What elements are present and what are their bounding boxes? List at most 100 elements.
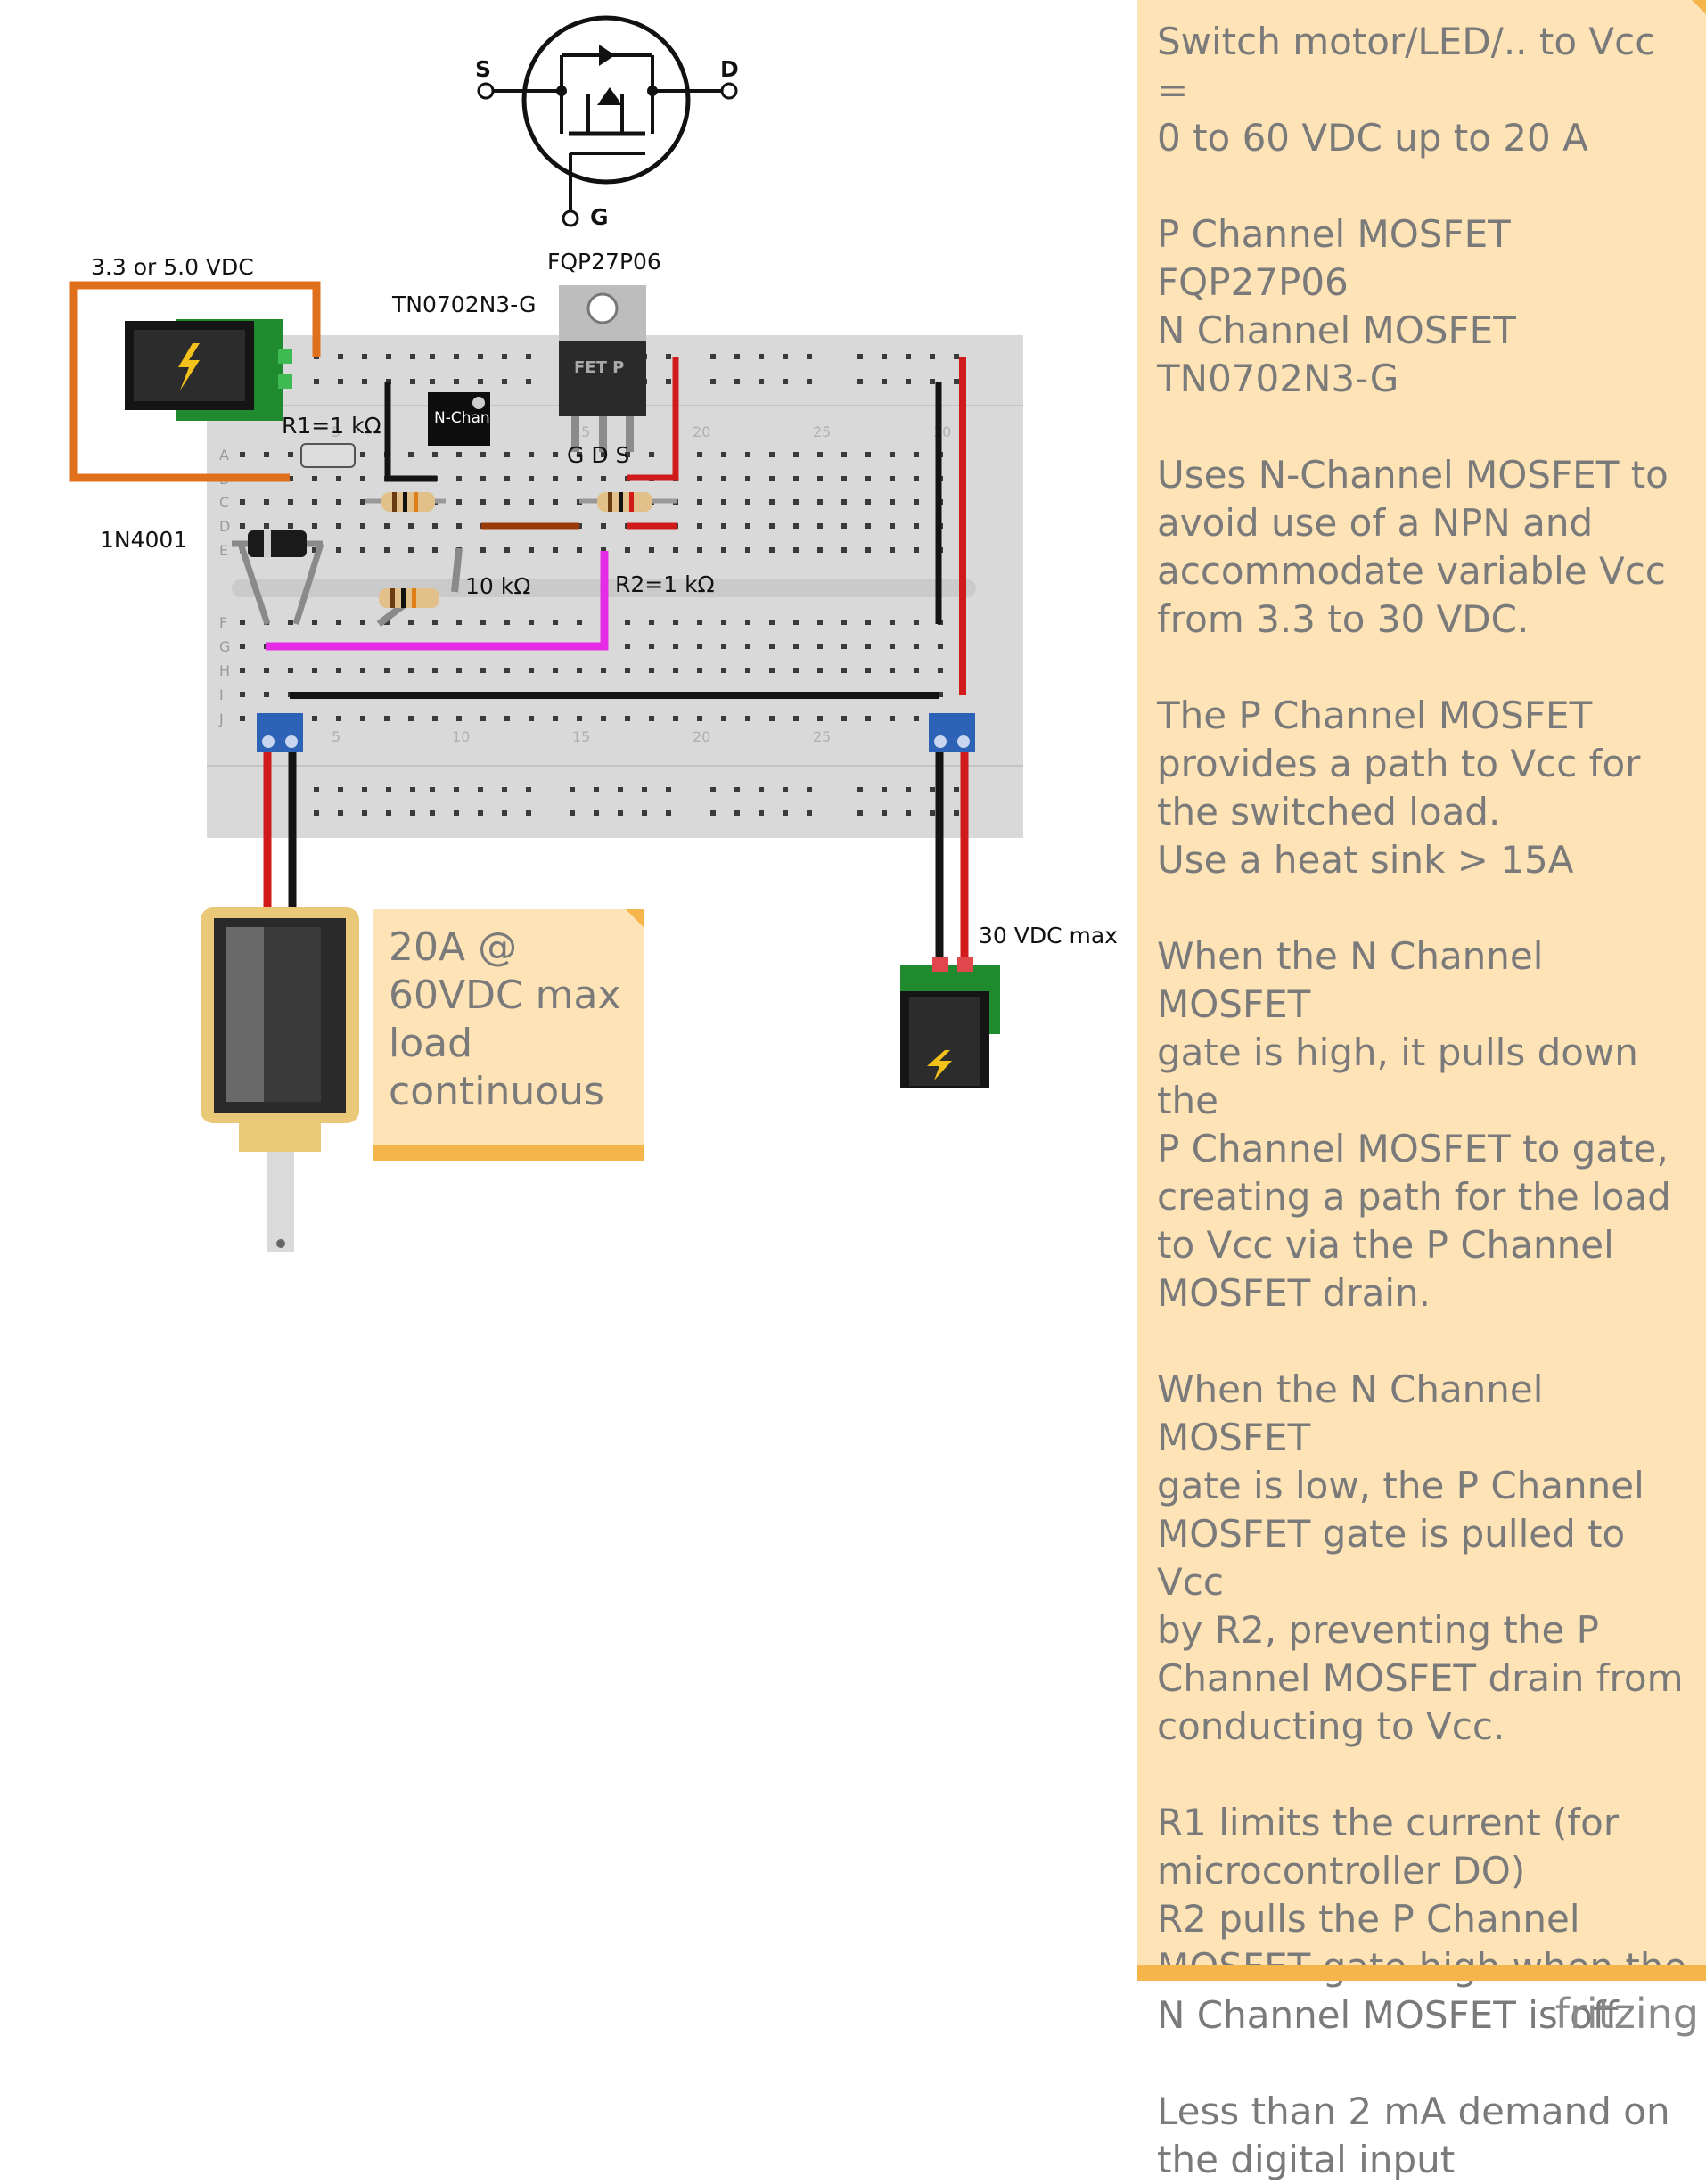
n-chan-label: N-Chan xyxy=(434,409,490,427)
breadboard-hole xyxy=(841,523,847,529)
breadboard-hole xyxy=(456,668,462,673)
breadboard-hole xyxy=(721,476,726,481)
breadboard-hole xyxy=(817,644,823,649)
breadboard-hole xyxy=(336,620,341,625)
breadboard-hole xyxy=(338,379,343,384)
breadboard-hole xyxy=(553,499,558,505)
breadboard-hole xyxy=(625,452,630,457)
breadboard-hole xyxy=(478,379,483,384)
breadboard-hole xyxy=(504,620,510,625)
breadboard-hole xyxy=(721,547,726,553)
breadboard-hole xyxy=(577,716,582,721)
breadboard-hole xyxy=(745,668,750,673)
breadboard-hole xyxy=(930,379,935,384)
breadboard-hole xyxy=(336,668,341,673)
breadboard-hole xyxy=(432,620,438,625)
breadboard-hole xyxy=(625,716,630,721)
breadboard-hole xyxy=(914,644,919,649)
breadboard-hole xyxy=(312,620,317,625)
breadboard-hole xyxy=(865,547,871,553)
breadboard-hole xyxy=(914,716,919,721)
breadboard-hole xyxy=(865,523,871,529)
breadboard-hole xyxy=(930,354,935,359)
load-note: 20A @ 60VDC max load continuous xyxy=(373,909,644,1161)
breadboard-hole xyxy=(314,787,319,792)
breadboard-hole xyxy=(504,716,510,721)
breadboard-hole xyxy=(504,452,510,457)
breadboard-hole xyxy=(410,379,415,384)
breadboard-hole xyxy=(504,547,510,553)
breadboard-hole xyxy=(456,476,462,481)
breadboard-hole xyxy=(430,379,435,384)
breadboard-hole xyxy=(504,476,510,481)
breadboard-hole xyxy=(312,547,317,553)
note-fold xyxy=(626,909,644,927)
breadboard-hole xyxy=(857,354,863,359)
breadboard-hole xyxy=(312,716,317,721)
load-note-text: 20A @ 60VDC max load continuous xyxy=(389,924,621,1114)
breadboard-hole xyxy=(314,379,319,384)
breadboard-hole xyxy=(783,787,788,792)
breadboard-hole xyxy=(817,499,823,505)
breadboard-hole xyxy=(454,379,459,384)
breadboard-hole xyxy=(890,547,895,553)
breadboard-hole xyxy=(649,452,654,457)
row-letter: A xyxy=(219,447,229,464)
breadboard-hole xyxy=(734,810,740,816)
breadboard-hole xyxy=(312,499,317,505)
breadboard-hole xyxy=(841,547,847,553)
breadboard-hole xyxy=(264,499,269,505)
note-paragraph: R1 limits the current (for microcontroll… xyxy=(1157,1801,1686,2037)
breadboard-hole xyxy=(793,452,799,457)
breadboard-hole xyxy=(240,692,245,697)
breadboard-hole xyxy=(625,644,630,649)
breadboard-hole xyxy=(240,499,245,505)
supply-right-label: 30 VDC max xyxy=(979,923,1118,948)
breadboard-hole xyxy=(890,716,895,721)
fet-pins-label: G D S xyxy=(567,442,629,468)
breadboard-hole xyxy=(456,716,462,721)
breadboard-hole xyxy=(673,620,678,625)
breadboard-hole xyxy=(954,810,959,816)
left-power-jack xyxy=(125,319,292,421)
breadboard-hole xyxy=(529,476,534,481)
breadboard-hole xyxy=(594,810,599,816)
breadboard-hole xyxy=(807,354,812,359)
breadboard-hole xyxy=(769,499,775,505)
breadboard-hole xyxy=(601,668,606,673)
breadboard-hole xyxy=(807,787,812,792)
breadboard-hole xyxy=(360,523,365,529)
breadboard-hole xyxy=(759,810,764,816)
diode-label: 1N4001 xyxy=(100,527,187,553)
breadboard-hole xyxy=(865,716,871,721)
column-number: 5 xyxy=(332,423,340,440)
breadboard-hole xyxy=(410,810,415,816)
breadboard-hole xyxy=(783,810,788,816)
breadboard-hole xyxy=(914,668,919,673)
breadboard-hole xyxy=(360,620,365,625)
breadboard-hole xyxy=(360,716,365,721)
row-letter: H xyxy=(219,662,230,679)
breadboard-hole xyxy=(697,620,702,625)
breadboard-hole xyxy=(264,452,269,457)
breadboard-hole xyxy=(502,787,507,792)
breadboard-hole xyxy=(288,476,293,481)
breadboard-hole xyxy=(529,452,534,457)
breadboard-hole xyxy=(618,787,623,792)
breadboard-hole xyxy=(841,476,847,481)
breadboard-hole xyxy=(362,354,367,359)
breadboard-hole xyxy=(408,452,414,457)
resistor-lead-2 xyxy=(451,547,463,593)
breadboard-hole xyxy=(721,716,726,721)
breadboard-hole xyxy=(745,644,750,649)
breadboard-hole xyxy=(721,452,726,457)
breadboard-hole xyxy=(759,379,764,384)
breadboard-hole xyxy=(841,452,847,457)
breadboard-hole xyxy=(697,668,702,673)
solenoid-load xyxy=(201,907,359,1252)
breadboard-hole xyxy=(817,547,823,553)
breadboard-hole xyxy=(577,452,582,457)
note-paragraph: When the N Channel MOSFET gate is high, … xyxy=(1157,934,1671,1315)
breadboard-hole xyxy=(288,499,293,505)
